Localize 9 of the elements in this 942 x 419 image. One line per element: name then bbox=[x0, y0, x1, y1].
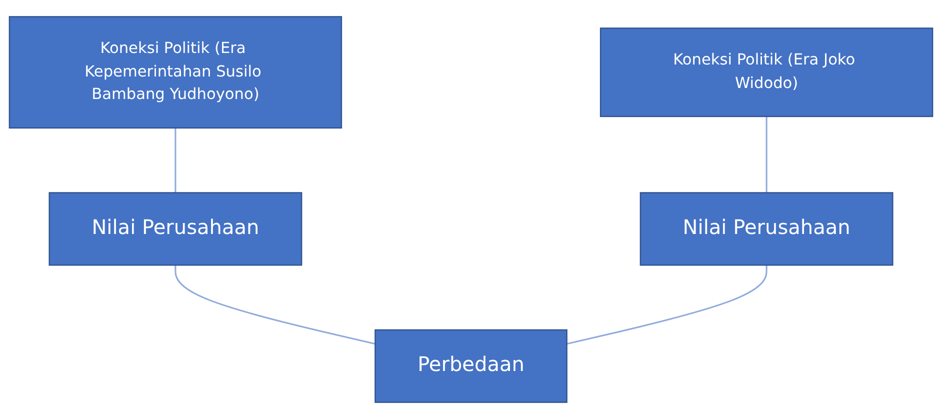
node-box: Nilai Perusahaan bbox=[48, 192, 302, 266]
connector bbox=[766, 116, 768, 193]
connector bbox=[174, 128, 176, 193]
node-box: Koneksi Politik (Era Joko Widodo) bbox=[600, 28, 934, 118]
node-box: Nilai Perusahaan bbox=[640, 192, 894, 266]
connector bbox=[174, 265, 376, 345]
node-box: Koneksi Politik (Era Kepemerintahan Susilo Bambang Yudhoyono) bbox=[8, 16, 342, 129]
connector bbox=[566, 265, 768, 345]
node-box: Perbedaan bbox=[374, 329, 568, 403]
